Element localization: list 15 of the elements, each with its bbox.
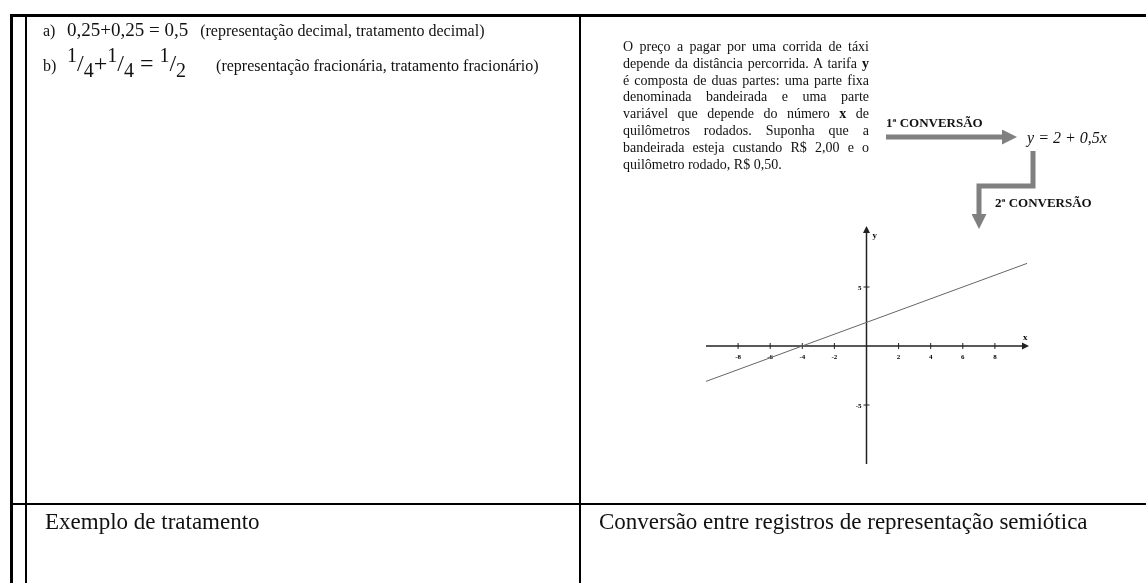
equation: y = 2 + 0,5x bbox=[1017, 125, 1117, 151]
note-text: (representação decimal, tratamento decimal) bbox=[200, 22, 485, 39]
note-text: (representação fracionária, tratamento fracionário) bbox=[216, 57, 539, 75]
line-graph bbox=[703, 225, 1030, 467]
cell-text: Exemplo de tratamento bbox=[44, 508, 261, 536]
axis-label: x bbox=[1023, 332, 1028, 342]
cell-text: Conversão entre registros de representação semiótica bbox=[598, 508, 1089, 536]
arrow bbox=[886, 129, 1017, 145]
item-marker: b) bbox=[43, 56, 58, 77]
problem-text: O preço a pagar por uma corrida de táxi depende da distância percorrida. A tarifa y é composta de duas partes: uma parte fixa denominada bandeirada e uma parte variável que depende do número x de quilômetros rodados. Suponha que a bandeirada esteja custando R$ 2,00 e o quilômetro rodado, R$ 0,50. bbox=[623, 39, 869, 174]
item-marker: a) bbox=[43, 21, 57, 42]
math-expression: 0,25+0,25 = 0,5 bbox=[67, 20, 189, 41]
arrow bbox=[971, 151, 1036, 229]
axis-label: y bbox=[872, 230, 877, 240]
math-expression: $^{1}$/$_{4}$+$^{1}$/$_{4}$ = $^{1}$/$_{2}$ bbox=[67, 44, 187, 81]
